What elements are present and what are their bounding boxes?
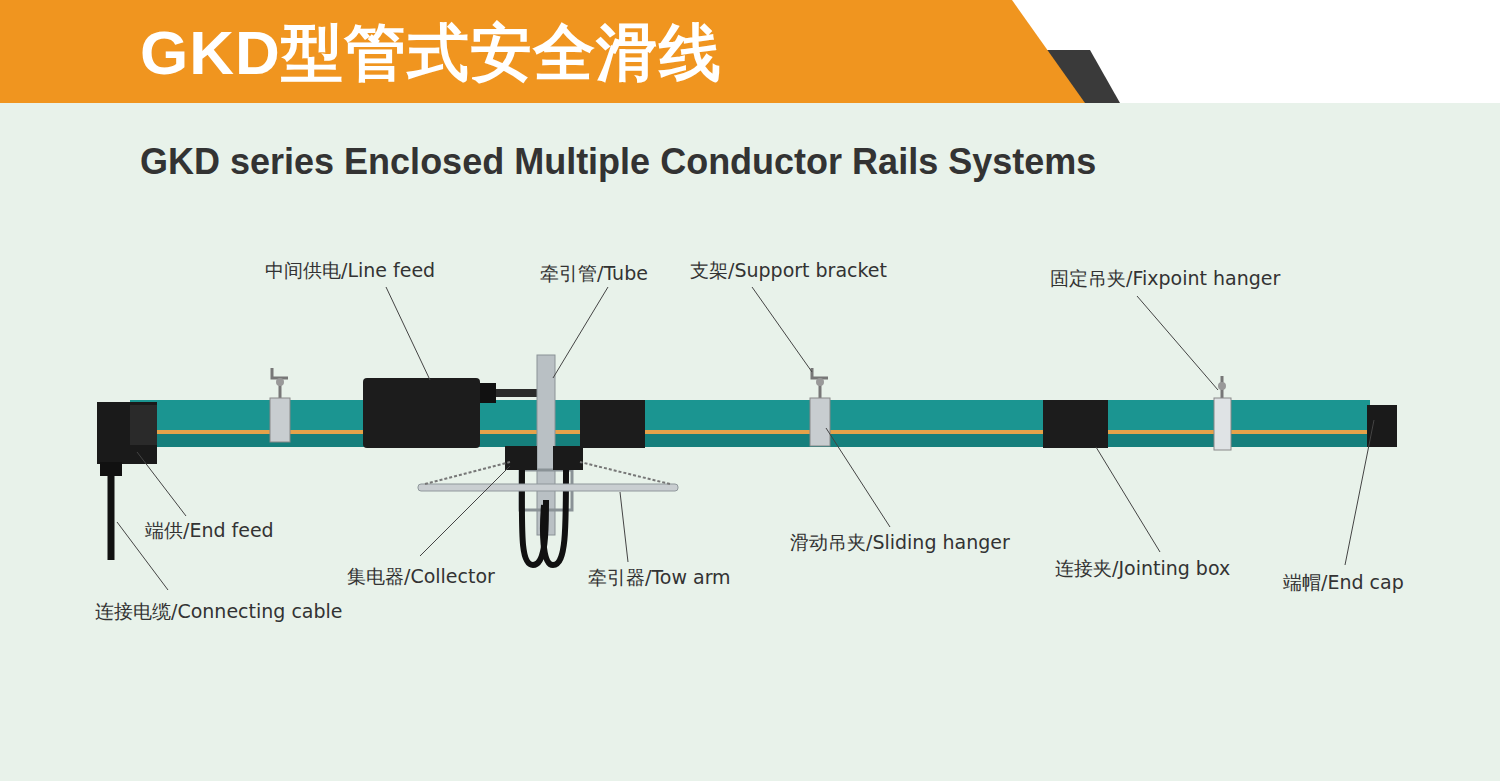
line-feed-box (363, 378, 480, 448)
part-label: 集电器/Collector (347, 565, 495, 588)
end-cap (1367, 405, 1397, 447)
part-label: 连接电缆/Connecting cable (95, 600, 343, 623)
part-label: 牵引管/Tube (540, 262, 648, 285)
part-label: 连接夹/Jointing box (1055, 557, 1230, 580)
cable-gland (100, 462, 122, 476)
jointing-box (580, 400, 645, 448)
part-label: 固定吊夹/Fixpoint hanger (1050, 267, 1280, 290)
connecting-cable (108, 476, 115, 560)
header-ground (0, 0, 1500, 103)
title: GKD型管式安全滑线 (140, 22, 722, 84)
line-feed-gland (480, 383, 496, 403)
subtitle: GKD series Enclosed Multiple Conductor R… (140, 142, 1096, 182)
support-hanger (270, 368, 290, 442)
part-label: 端帽/End cap (1283, 571, 1404, 594)
end-feed-box (97, 402, 157, 464)
support-hanger (810, 368, 830, 446)
line-feed-cable (496, 389, 538, 397)
tow-arm-bar (418, 484, 678, 491)
part-label: 支架/Support bracket (690, 259, 887, 282)
part-label: 端供/End feed (145, 519, 274, 542)
tow-chain (425, 462, 670, 484)
end-feed-plate (130, 405, 157, 445)
title-band (0, 0, 1085, 103)
rail-upper (130, 400, 1370, 430)
leader-lines (117, 287, 1374, 590)
part-label: 牵引器/Tow arm (588, 566, 731, 589)
part-label: 中间供电/Line feed (265, 259, 435, 282)
jointing-box (1043, 400, 1108, 448)
rail-lower (130, 434, 1370, 447)
collector (553, 446, 583, 470)
part-label: 滑动吊夹/Sliding hanger (790, 531, 1010, 554)
fixpoint-hanger (1214, 376, 1231, 450)
rail-stripe (130, 430, 1370, 434)
